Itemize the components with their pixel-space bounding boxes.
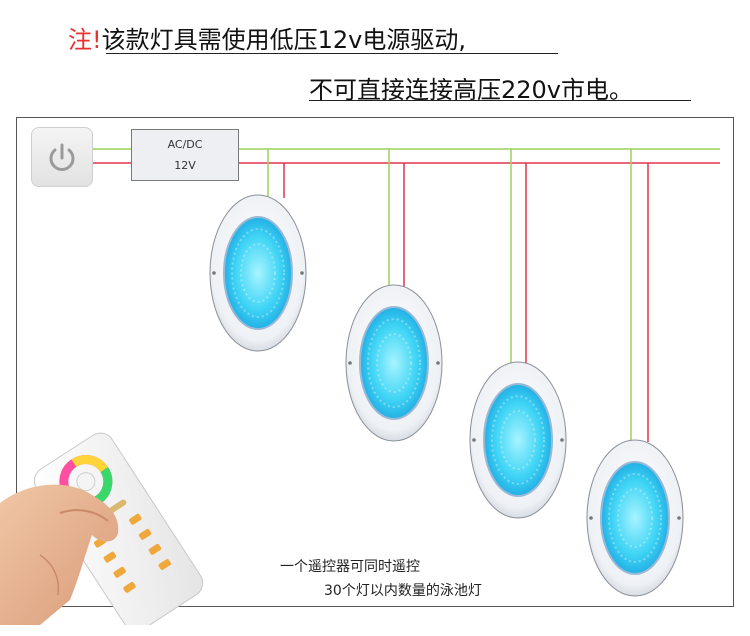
wall-switch	[31, 127, 93, 187]
pool-lamp-3	[468, 360, 568, 520]
remote-control-icon	[0, 425, 240, 625]
pool-lamp-2	[344, 283, 444, 443]
pool-lamp-4	[585, 438, 685, 598]
caption-line-1: 一个遥控器可同时遥控	[280, 556, 420, 576]
power-supply-box: AC/DC 12V	[131, 129, 239, 181]
pool-lamp-1	[208, 193, 308, 353]
caption-line-2: 30个灯以内数量的泳池灯	[324, 580, 482, 600]
power-supply-type: AC/DC	[132, 138, 238, 151]
power-supply-voltage: 12V	[132, 159, 238, 172]
power-icon	[32, 128, 92, 186]
